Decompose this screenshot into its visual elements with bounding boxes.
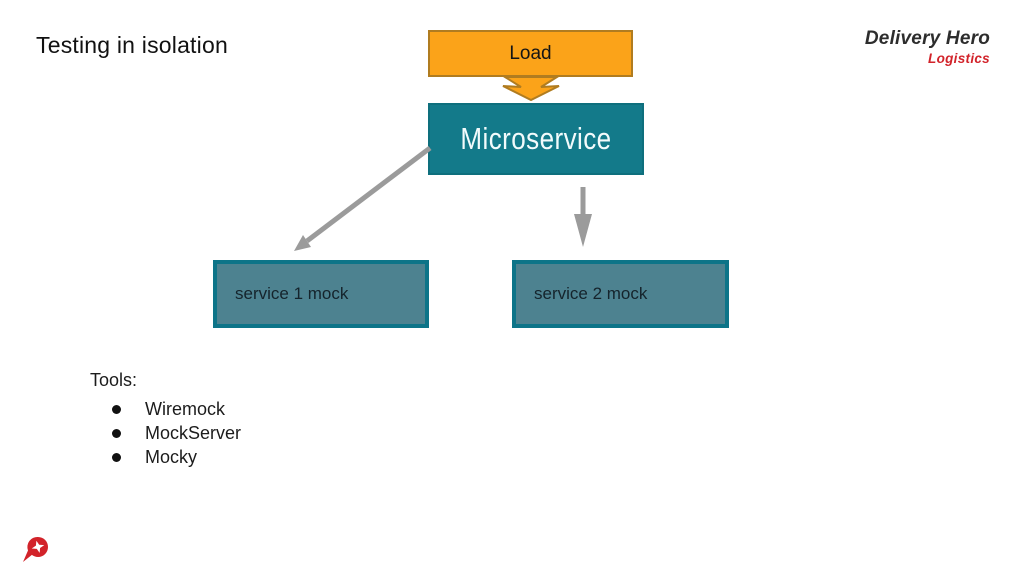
brand-division: Logistics (928, 51, 990, 66)
diagram-node-service1-mock: service 1 mock (213, 260, 429, 328)
tool-label: MockServer (145, 422, 242, 443)
brand-wordmark: Delivery Hero Logistics (770, 28, 990, 66)
diagram-node-microservice: Microservice (428, 103, 644, 175)
microservice-label: Microservice (460, 121, 612, 156)
tools-block: Tools: Wiremock MockServer Mocky (90, 370, 241, 469)
brand-name: Delivery Hero (864, 28, 990, 49)
tool-label: Wiremock (145, 398, 225, 419)
service1-mock-label: service 1 mock (235, 284, 349, 303)
load-label: Load (509, 42, 552, 64)
tool-label: Mocky (145, 446, 198, 467)
tools-heading: Tools: (90, 370, 138, 390)
diagram-node-service2-mock: service 2 mock (512, 260, 729, 328)
list-item: MockServer (90, 421, 241, 445)
bullet-icon (112, 404, 121, 414)
arrow-to-service1-icon (294, 146, 432, 251)
bullet-icon (112, 428, 121, 438)
tools-list: Wiremock MockServer Mocky (90, 397, 241, 469)
diagram-node-load: Load (428, 30, 633, 77)
down-block-arrow-icon (501, 76, 561, 102)
bullet-icon (112, 452, 121, 462)
arrow-to-service2-icon (574, 187, 592, 247)
delivery-hero-logo-icon (23, 536, 48, 562)
service2-mock-label: service 2 mock (534, 284, 648, 303)
page-title: Testing in isolation (36, 32, 228, 58)
list-item: Mocky (90, 445, 241, 469)
list-item: Wiremock (90, 397, 241, 421)
